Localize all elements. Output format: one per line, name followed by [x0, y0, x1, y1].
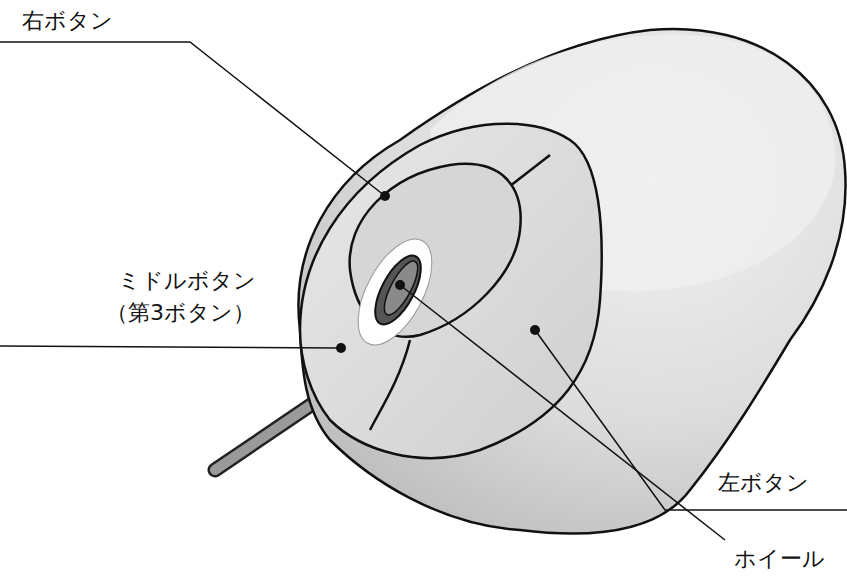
inner-panel	[350, 164, 521, 337]
part-label: ミドルボタン	[116, 268, 258, 294]
leader-dots	[336, 191, 540, 353]
wheel-well	[366, 249, 430, 331]
leader-lines	[0, 42, 847, 540]
wheel	[378, 257, 424, 319]
part-label: 右ボタン	[20, 8, 115, 34]
button-split	[370, 340, 410, 430]
mouse-body	[298, 29, 845, 534]
part-label: ホイール	[732, 546, 827, 572]
part-label: 左ボタン	[716, 470, 811, 496]
part-label: （第3ボタン）	[104, 300, 257, 326]
wheel-slot	[343, 228, 447, 357]
